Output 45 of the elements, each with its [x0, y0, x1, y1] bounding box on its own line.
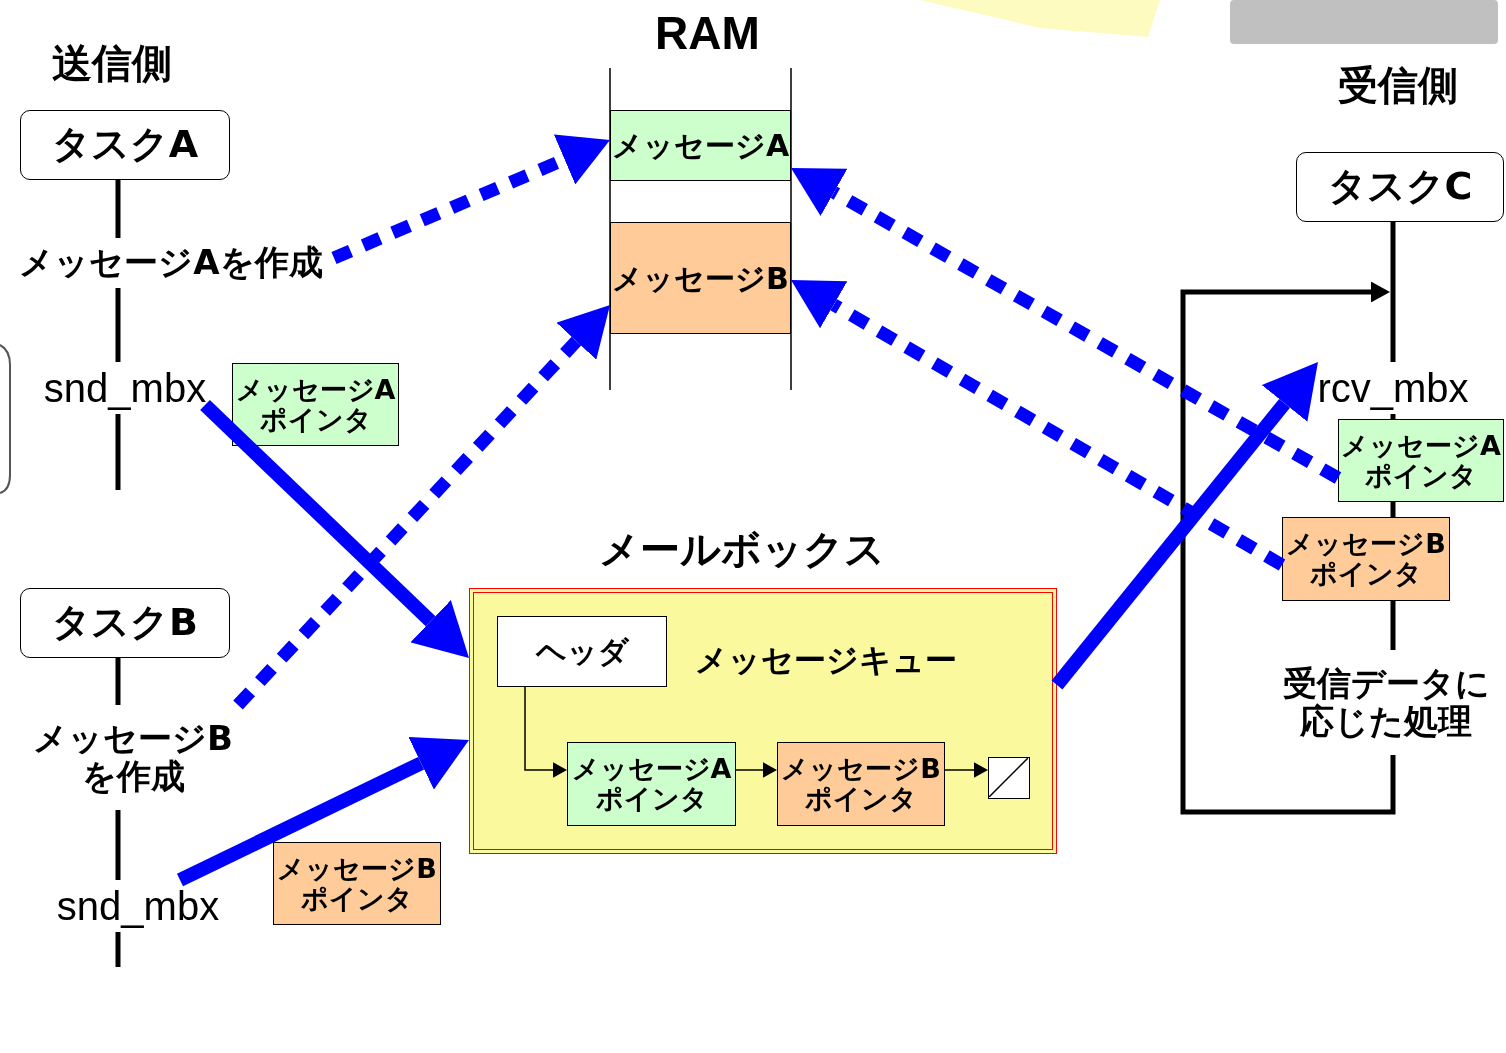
pointer-box: メッセージB ポインタ	[777, 742, 945, 826]
timeline-line	[115, 414, 121, 490]
arrow	[1051, 362, 1318, 690]
arrow	[233, 305, 610, 710]
timeline-line	[1390, 601, 1396, 650]
step-label: 受信データに応じた処理	[1266, 650, 1506, 755]
arrow	[200, 399, 469, 658]
arrow	[331, 134, 610, 264]
task-box: タスクB	[20, 588, 230, 658]
call-label: snd_mbx	[58, 880, 218, 932]
pointer-box: メッセージB ポインタ	[1282, 517, 1450, 601]
mailbox-title: メールボックス	[599, 527, 885, 571]
arrow	[791, 280, 1286, 571]
timeline-line	[1390, 502, 1396, 517]
arrow	[944, 762, 988, 778]
arrow	[791, 168, 1342, 484]
pointer-box: メッセージA ポインタ	[232, 363, 399, 446]
timeline-line	[115, 288, 121, 362]
arrow	[1180, 281, 1396, 815]
timeline-line	[115, 658, 121, 705]
queue-label: メッセージキュー	[695, 643, 957, 679]
timeline-line	[1390, 414, 1396, 419]
section-heading: 送信側	[52, 39, 172, 88]
message-box: メッセージB	[610, 222, 791, 334]
step-label: メッセージB を作成	[28, 705, 238, 810]
step-label: メッセージAを作成	[8, 238, 334, 288]
arrow	[524, 686, 567, 778]
timeline-line	[115, 810, 121, 880]
pointer-box: メッセージB ポインタ	[273, 842, 441, 925]
section-heading: RAM	[655, 6, 760, 60]
call-label: snd_mbx	[45, 362, 205, 414]
timeline-line	[1390, 222, 1396, 362]
section-heading: 受信側	[1338, 61, 1458, 110]
timeline-line	[115, 180, 121, 238]
arrow	[176, 736, 469, 887]
null-box	[988, 757, 1030, 799]
arrow	[735, 762, 777, 778]
task-box: タスクA	[20, 110, 230, 180]
call-label: rcv_mbx	[1318, 362, 1468, 414]
pointer-box: メッセージA ポインタ	[1338, 419, 1504, 502]
timeline-line	[115, 932, 121, 967]
task-box: タスクC	[1296, 152, 1504, 222]
message-box: メッセージA	[610, 110, 791, 181]
pointer-box: メッセージA ポインタ	[567, 742, 736, 826]
header-box: ヘッダ	[497, 616, 667, 687]
